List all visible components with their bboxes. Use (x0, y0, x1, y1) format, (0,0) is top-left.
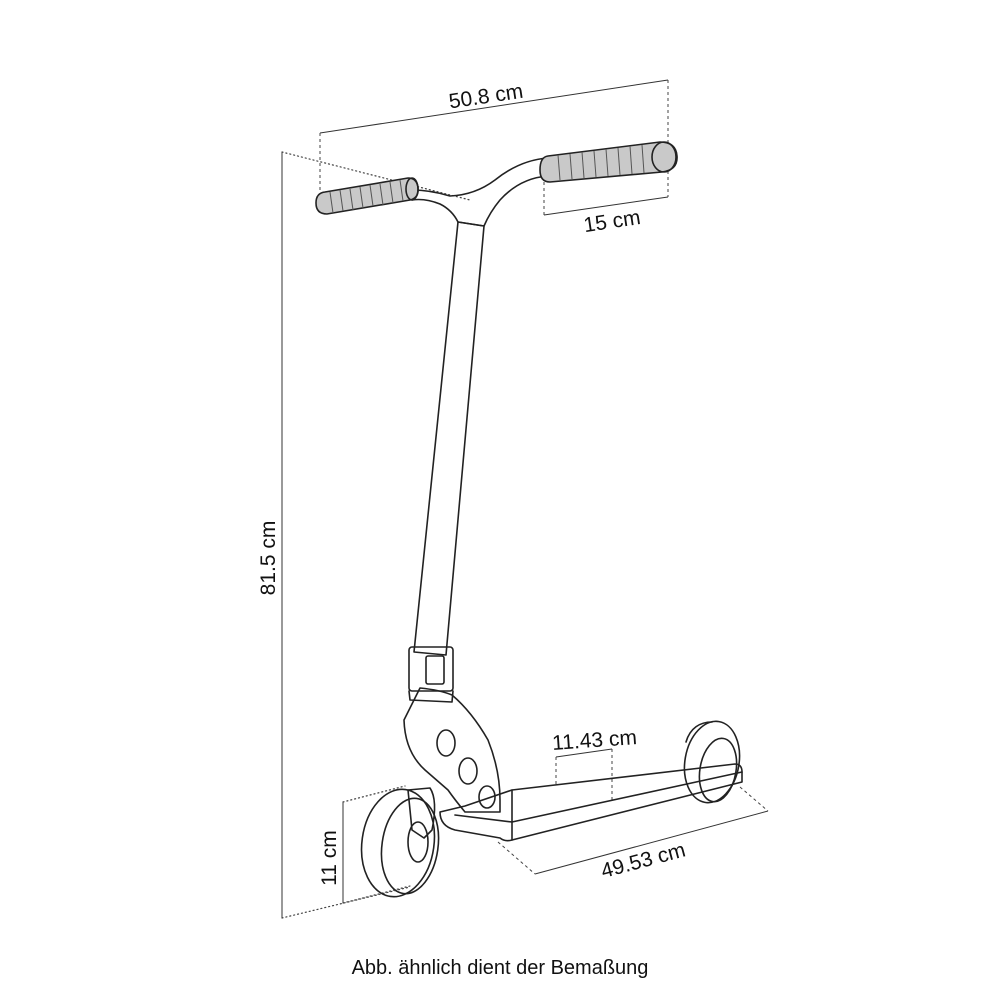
handlebar-width-label: 50.8 cm (447, 80, 524, 114)
deck (439, 763, 743, 842)
neck (403, 687, 501, 813)
right-grip (539, 141, 678, 183)
grip-length-label: 15 cm (582, 206, 642, 237)
rear-wheel (683, 720, 741, 804)
total-height-dimension: 81.5 cm (257, 151, 471, 919)
clamp (408, 646, 454, 703)
front-wheel (360, 787, 440, 898)
wheel-diameter-dimension: 11 cm (318, 785, 411, 904)
bar (411, 157, 549, 656)
left-grip (315, 177, 419, 215)
figure-caption: Abb. ähnlich dient der Bemaßung (351, 957, 649, 979)
handlebar-width-dimension: 50.8 cm (319, 79, 669, 196)
deck-width-dimension: 11.43 cm (551, 726, 638, 800)
total-height-label: 81.5 cm (257, 521, 280, 596)
deck-length-dimension: 49.53 cm (497, 786, 769, 883)
wheel-diameter-label: 11 cm (318, 830, 341, 886)
deck-width-label: 11.43 cm (551, 726, 637, 755)
scooter-drawing (315, 141, 743, 898)
